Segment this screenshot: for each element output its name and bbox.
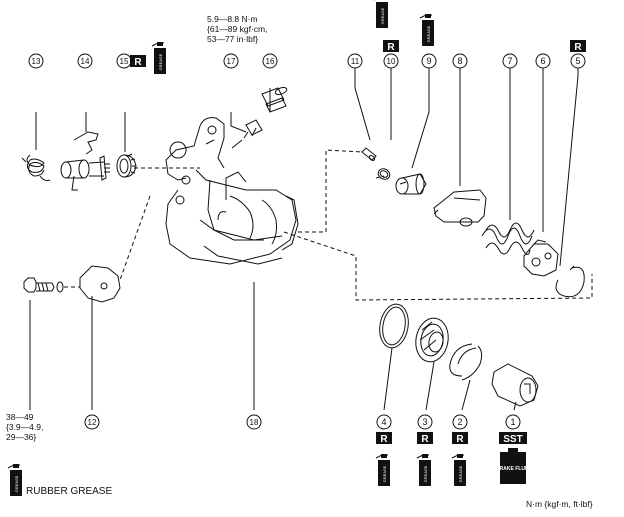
callout-9: 9 bbox=[421, 53, 437, 69]
piston-seal-part-4 bbox=[379, 303, 409, 411]
replace-badge: R bbox=[130, 55, 146, 68]
callout-3: 3 bbox=[417, 414, 433, 430]
bracket-part-12 bbox=[79, 265, 121, 410]
callout-label: 1 bbox=[510, 417, 515, 427]
replace-badge-label: R bbox=[574, 42, 582, 53]
grease-tube-label: GREASE bbox=[426, 25, 431, 42]
grease-tube-icon: GREASE bbox=[151, 42, 166, 74]
rod-part-8 bbox=[433, 66, 487, 227]
replace-badge: R bbox=[570, 40, 586, 53]
shaft-part-14 bbox=[60, 112, 110, 191]
grease-tube-label: GREASE bbox=[382, 465, 387, 482]
brake-fluid-icon: BRAKE FLUID bbox=[496, 448, 530, 484]
oring-part-10 bbox=[377, 66, 392, 180]
callout-label: 5 bbox=[575, 56, 580, 66]
spring-part-7 bbox=[481, 66, 535, 255]
callout-label: 9 bbox=[426, 56, 431, 66]
legend-rubber-grease-text: RUBBER GREASE bbox=[26, 486, 113, 497]
callout-label: 8 bbox=[457, 56, 462, 66]
cylinder-part-1 bbox=[491, 363, 539, 411]
icon-group: GREASE GREASE GREASE GREASE GREASE GREASE GREA… bbox=[7, 0, 530, 496]
assembly-lines bbox=[64, 149, 593, 301]
sst-badge-label: SST bbox=[503, 434, 522, 445]
grease-tube-icon: GREASE bbox=[7, 464, 22, 496]
badge-group: R R R R R R SST bbox=[130, 40, 586, 445]
brake-fluid-label: BRAKE FLUID bbox=[496, 466, 530, 472]
retaining-ring-part-2 bbox=[449, 343, 483, 411]
plunger-part-9 bbox=[395, 66, 430, 195]
callout-5: 5 bbox=[570, 53, 586, 69]
grease-tube-label: GREASE bbox=[423, 465, 428, 482]
callout-15: 15 bbox=[116, 53, 132, 69]
callout-11: 11 bbox=[347, 53, 363, 69]
callout-2: 2 bbox=[452, 414, 468, 430]
callout-16: 16 bbox=[262, 53, 278, 69]
callout-13: 13 bbox=[28, 53, 44, 69]
callout-7: 7 bbox=[502, 53, 518, 69]
units-note-text: N·m {kgf·m, ft·lbf} bbox=[526, 499, 593, 509]
callout-label: 3 bbox=[422, 417, 427, 427]
grease-tube-label: GREASE bbox=[458, 465, 463, 482]
caliper-body-part-18 bbox=[165, 117, 299, 410]
callout-label: 10 bbox=[387, 57, 396, 66]
callout-4: 4 bbox=[376, 414, 392, 430]
callout-8: 8 bbox=[452, 53, 468, 69]
callout-label: 6 bbox=[540, 56, 545, 66]
callout-label: 15 bbox=[120, 57, 129, 66]
replace-badge-label: R bbox=[134, 57, 142, 68]
bleeder-cap-part-16 bbox=[261, 87, 288, 113]
stopper-part-6 bbox=[523, 66, 559, 277]
replace-badge: R bbox=[417, 432, 433, 445]
grease-tube-icon: GREASE bbox=[451, 454, 466, 486]
callout-6: 6 bbox=[535, 53, 551, 69]
torque-bolt-text: 38—49 {3.9—4.9, 29—36} bbox=[6, 412, 44, 442]
callout-18: 18 bbox=[246, 414, 262, 430]
grease-tube-label: GREASE bbox=[380, 7, 385, 24]
callout-label: 4 bbox=[381, 417, 386, 427]
callout-label: 7 bbox=[507, 56, 512, 66]
callout-label: 12 bbox=[88, 418, 97, 427]
replace-badge-label: R bbox=[380, 434, 388, 445]
callout-label: 16 bbox=[266, 57, 275, 66]
grease-tube-icon: GREASE bbox=[374, 0, 388, 28]
boot-part-15 bbox=[116, 112, 137, 178]
grease-tube-icon: GREASE bbox=[416, 454, 431, 486]
replace-badge-label: R bbox=[387, 42, 395, 53]
replace-badge: R bbox=[452, 432, 468, 445]
spring-part-13 bbox=[21, 112, 51, 181]
piston-part-3 bbox=[415, 317, 449, 411]
snap-ring-part-5 bbox=[555, 66, 585, 298]
sst-badge: SST bbox=[499, 432, 527, 445]
callout-label: 18 bbox=[250, 418, 259, 427]
callout-label: 13 bbox=[32, 57, 41, 66]
bolt-part-bracket bbox=[23, 277, 64, 410]
replace-badge: R bbox=[383, 40, 399, 53]
grease-tube-icon: GREASE bbox=[375, 454, 390, 486]
replace-badge-label: R bbox=[456, 434, 464, 445]
callout-10: 10 bbox=[383, 53, 399, 69]
replace-badge: R bbox=[376, 432, 392, 445]
torque-bleeder-text: 5.9—8.8 N·m {61—89 kgf·cm, 53—77 in·lbf} bbox=[207, 14, 268, 44]
callout-12: 12 bbox=[84, 414, 100, 430]
callout-label: 14 bbox=[81, 57, 90, 66]
callout-label: 2 bbox=[457, 417, 462, 427]
grease-tube-label: GREASE bbox=[14, 475, 19, 492]
callout-label: 11 bbox=[351, 57, 360, 66]
callout-1: 1 bbox=[505, 414, 521, 430]
pin-part-11 bbox=[354, 66, 377, 161]
callout-14: 14 bbox=[77, 53, 93, 69]
replace-badge-label: R bbox=[421, 434, 429, 445]
callout-label: 17 bbox=[227, 57, 236, 66]
grease-tube-icon: GREASE bbox=[419, 14, 434, 46]
callout-17: 17 bbox=[223, 53, 239, 69]
grease-tube-label: GREASE bbox=[158, 53, 163, 70]
bleeder-screw-part-17 bbox=[230, 112, 263, 149]
